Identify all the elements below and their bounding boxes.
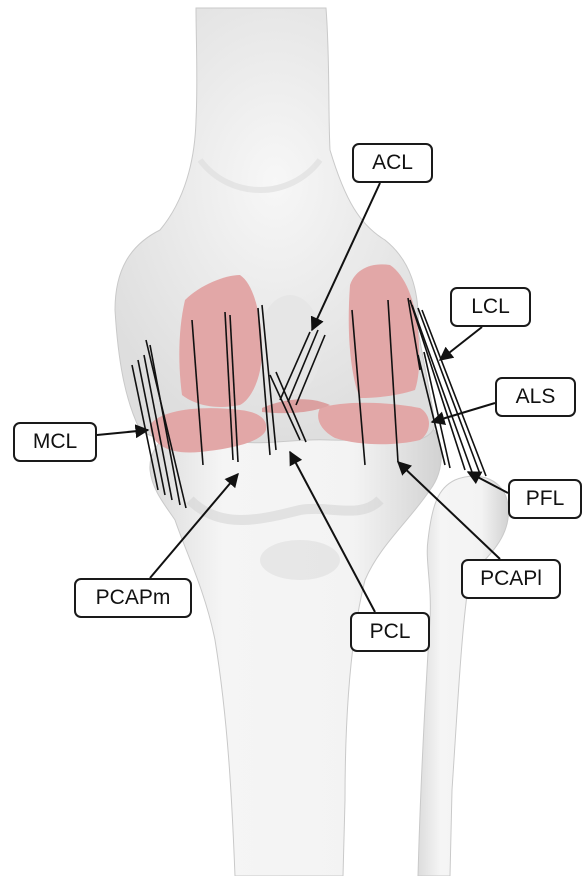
mcl-arrow xyxy=(97,430,148,435)
label-pcapm[interactable]: PCAPm xyxy=(74,578,192,618)
label-pfl[interactable]: PFL xyxy=(508,479,582,519)
label-pcl[interactable]: PCL xyxy=(350,612,430,652)
lcl-arrow xyxy=(440,327,482,360)
label-als[interactable]: ALS xyxy=(495,377,576,417)
label-mcl[interactable]: MCL xyxy=(13,422,97,462)
label-acl[interactable]: ACL xyxy=(352,143,433,183)
label-lcl[interactable]: LCL xyxy=(450,287,531,327)
label-pcapl[interactable]: PCAPl xyxy=(461,559,561,599)
fibula-bone xyxy=(418,476,508,876)
